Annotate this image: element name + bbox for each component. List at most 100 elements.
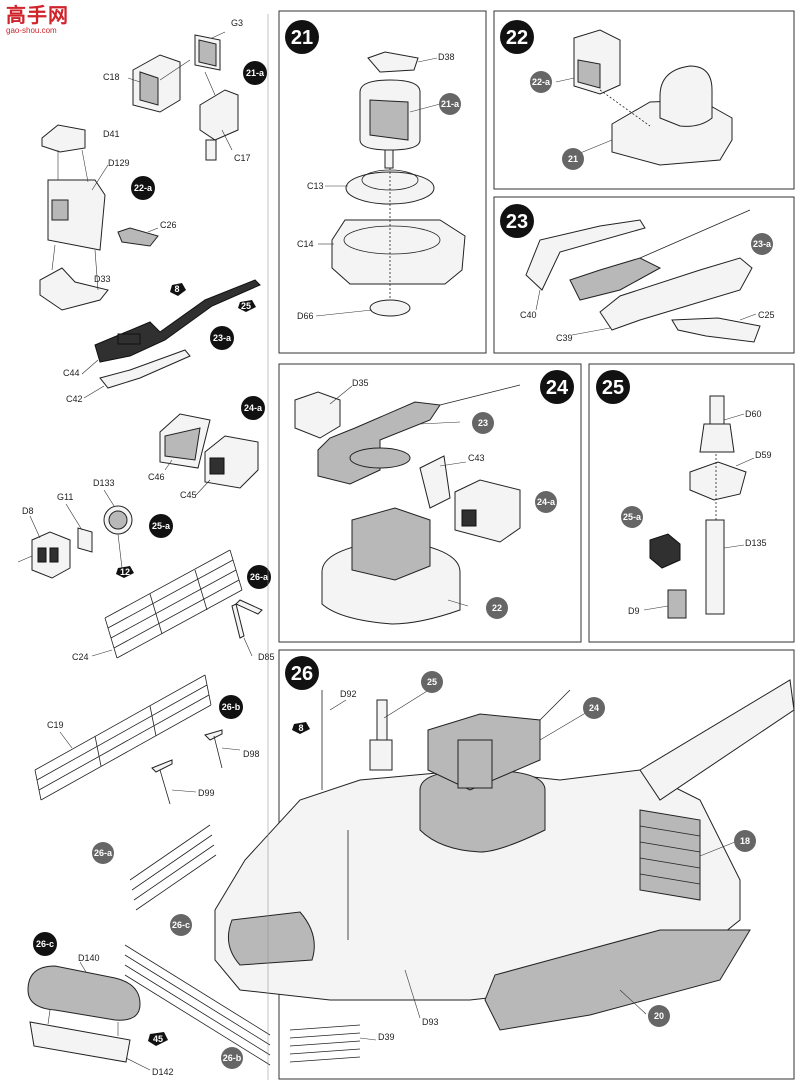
part-label-d9: D9 xyxy=(628,606,640,616)
subassembly-25a-badge: 25-a xyxy=(149,514,173,538)
part-label-d39: D39 xyxy=(378,1032,395,1042)
part-label-c19: C19 xyxy=(47,720,64,730)
part-label-c18: C18 xyxy=(103,72,120,82)
part-label-g3: G3 xyxy=(231,18,243,28)
ref-25-in-26-label: 25 xyxy=(427,677,437,687)
ref-23-label: 23 xyxy=(478,418,488,428)
subassembly-22a-badge: 22-a xyxy=(131,176,155,200)
subassembly-26b-ref: 26-b xyxy=(221,1047,243,1069)
step-26-parts xyxy=(124,679,795,1066)
ref-22-label: 22 xyxy=(492,603,502,613)
part-label-d98: D98 xyxy=(243,749,260,759)
subassembly-23a-badge: 23-a xyxy=(210,326,234,350)
subassembly-26b-parts xyxy=(34,674,241,805)
subassembly-22a-parts xyxy=(39,124,159,311)
part-label-c26: C26 xyxy=(160,220,177,230)
step-24-parts xyxy=(294,384,521,625)
subassembly-23a-ref: 23-a xyxy=(751,233,773,255)
ref-22-in-24: 22 xyxy=(486,597,508,619)
step-25-badge: 25 xyxy=(596,370,630,404)
ref-24-in-26: 24 xyxy=(583,697,605,719)
part-label-c17: C17 xyxy=(234,153,251,163)
paint-ref-8-a-label: 8 xyxy=(174,284,179,294)
panel-step-22 xyxy=(493,10,795,190)
subassembly-22a-ref-label: 22-a xyxy=(532,77,551,87)
step-25-parts xyxy=(643,395,755,619)
subassembly-26a-badge: 26-a xyxy=(247,565,271,589)
step-25-number: 25 xyxy=(602,377,624,399)
subassembly-26a-label: 26-a xyxy=(250,572,269,582)
part-label-c42: C42 xyxy=(66,394,83,404)
paint-ref-12-label: 12 xyxy=(120,567,130,577)
part-label-d35: D35 xyxy=(352,378,369,388)
paint-ref-25: 25 xyxy=(238,300,256,312)
part-label-d93: D93 xyxy=(422,1017,439,1027)
step-22-badge: 22 xyxy=(500,20,534,54)
subassembly-26b-label: 26-b xyxy=(222,702,241,712)
step-23-parts xyxy=(525,209,761,343)
step-26-badge: 26 xyxy=(285,656,319,690)
subassembly-25a-label: 25-a xyxy=(152,521,171,531)
step-23-badge: 23 xyxy=(500,204,534,238)
subassembly-21a-ref-label: 21-a xyxy=(441,99,460,109)
subassembly-22a-label: 22-a xyxy=(134,183,153,193)
part-label-d85: D85 xyxy=(258,652,275,662)
step-21-number: 21 xyxy=(291,27,313,49)
part-label-d92: D92 xyxy=(340,689,357,699)
paint-ref-8-b-label: 8 xyxy=(298,723,303,733)
part-label-g11: G11 xyxy=(57,492,73,502)
part-label-d135: D135 xyxy=(745,538,767,548)
step-21-parts xyxy=(315,51,466,317)
subassembly-23a-label: 23-a xyxy=(213,333,232,343)
part-label-c43: C43 xyxy=(468,453,485,463)
subassembly-26a-ref-label: 26-a xyxy=(94,848,113,858)
watermark-url: gao-shou.com xyxy=(6,26,57,35)
subassembly-26c-ref: 26-c xyxy=(170,914,192,936)
ref-21-label: 21 xyxy=(568,154,578,164)
paint-ref-8-a: 8 xyxy=(170,283,186,296)
subassembly-26c-label: 26-c xyxy=(36,939,54,949)
part-label-c14: C14 xyxy=(297,239,314,249)
panel-step-21 xyxy=(278,10,487,354)
ref-25-in-26: 25 xyxy=(421,671,443,693)
subassembly-26b-ref-label: 26-b xyxy=(223,1053,242,1063)
part-label-d140: D140 xyxy=(78,953,100,963)
part-label-d8: D8 xyxy=(22,506,34,516)
paint-ref-12: 12 xyxy=(116,566,134,578)
subassembly-22a-ref: 22-a xyxy=(530,71,552,93)
part-label-d142: D142 xyxy=(152,1067,174,1077)
ref-21-in-22: 21 xyxy=(562,148,584,170)
step-21-badge: 21 xyxy=(285,20,319,54)
subassembly-24a-parts xyxy=(159,413,259,496)
part-label-d41: D41 xyxy=(103,129,120,139)
ref-24-label: 24 xyxy=(589,703,599,713)
subassembly-26b-badge: 26-b xyxy=(219,695,243,719)
panel-step-25 xyxy=(588,363,795,643)
watermark-brand: 高手网 xyxy=(6,5,69,27)
part-label-d59: D59 xyxy=(755,450,772,460)
part-label-c39: C39 xyxy=(556,333,573,343)
subassembly-26c-ref-label: 26-c xyxy=(172,920,190,930)
subassembly-26a-ref: 26-a xyxy=(92,842,114,864)
part-label-c24: C24 xyxy=(72,652,89,662)
panel-step-24 xyxy=(278,363,582,643)
ref-20-in-26: 20 xyxy=(648,1005,670,1027)
subassembly-21a-ref: 21-a xyxy=(439,93,461,115)
part-label-c44: C44 xyxy=(63,368,80,378)
ref-18-in-26: 18 xyxy=(734,830,756,852)
step-24-badge: 24 xyxy=(540,370,574,404)
subassembly-21a-label: 21-a xyxy=(246,68,265,78)
paint-ref-45-label: 45 xyxy=(153,1034,163,1044)
part-label-d38: D38 xyxy=(438,52,455,62)
step-23-number: 23 xyxy=(506,211,528,233)
ref-23-in-24: 23 xyxy=(472,412,494,434)
paint-ref-25-label: 25 xyxy=(241,301,251,311)
subassembly-25a-ref: 25-a xyxy=(621,506,643,528)
subassembly-26c-parts xyxy=(27,961,151,1071)
subassembly-24a-label: 24-a xyxy=(244,403,263,413)
subassembly-26c-badge: 26-c xyxy=(33,932,57,956)
step-22-parts xyxy=(555,29,733,166)
subassembly-25a-ref-label: 25-a xyxy=(623,512,642,522)
subassembly-25a-parts xyxy=(17,489,133,579)
